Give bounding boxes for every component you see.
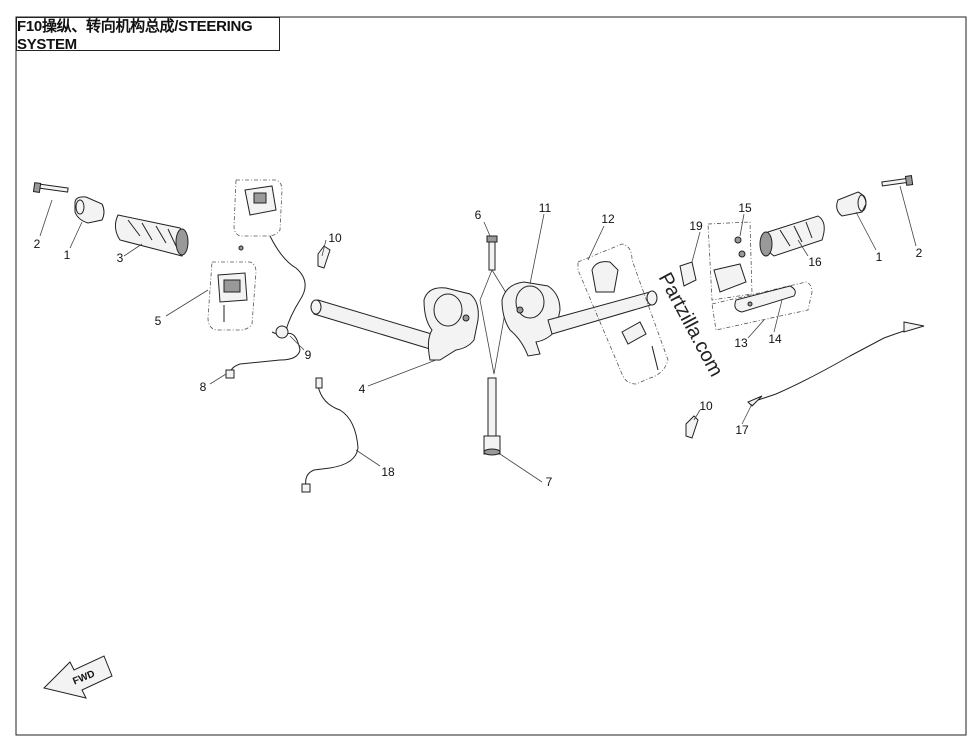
bolt-lower [483,377,501,456]
switch-housing-upper [238,185,277,251]
callout-10-right: 10 [699,399,713,413]
fwd-arrow [43,655,113,699]
brake-lever [734,285,796,313]
right-clamp [501,281,561,357]
bar-end-right [836,191,867,217]
left-clamp [423,287,479,361]
throttle-cable [229,235,306,379]
brake-line-left [305,385,359,487]
callout-18: 18 [381,465,395,479]
assembly-guides [479,269,509,375]
switch-upper-box [233,179,283,237]
switch-lower-box [207,261,257,331]
callout-14: 14 [768,332,782,346]
pin-right [685,415,699,439]
callout-5: 5 [154,314,162,328]
cable-end-left [225,369,235,379]
callout-19: 19 [689,219,703,233]
callout-13: 13 [734,336,748,350]
callout-8: 8 [199,380,207,394]
switch-housing-lower [217,272,248,322]
callout-1-left: 1 [63,248,71,262]
callout-1-right: 1 [875,250,883,264]
callout-4: 4 [358,382,366,396]
grip-left [114,214,189,257]
frame-border [15,16,967,736]
callout-9: 9 [304,348,312,362]
page-title: F10操纵、转向机构总成/STEERING SYSTEM [16,17,280,53]
bar-end-left [74,196,105,224]
pin-left [317,245,331,269]
cable-clamp [275,325,289,339]
brake-line-end [301,483,311,493]
callout-6: 6 [474,208,482,222]
callout-2-left: 2 [33,237,41,251]
switch-right-box [577,243,669,385]
callout-11: 11 [538,201,552,215]
bolt-left [32,182,69,193]
callout-15: 15 [738,201,752,215]
grip-right [759,215,825,257]
leader-lines [39,185,917,483]
bolt-upper [486,235,498,271]
callout-12: 12 [601,212,615,226]
brake-cable-right [757,325,921,401]
callout-2-right: 2 [915,246,923,260]
brake-line-fitting [315,377,323,389]
master-cylinder [679,236,747,293]
callout-3: 3 [116,251,124,265]
callout-16: 16 [808,255,822,269]
callout-17: 17 [735,423,749,437]
switch-housing-right [591,261,659,371]
callout-10-left: 10 [328,231,342,245]
callout-7: 7 [545,475,553,489]
bolt-right [881,175,914,187]
lever-assembly-box [707,221,753,301]
